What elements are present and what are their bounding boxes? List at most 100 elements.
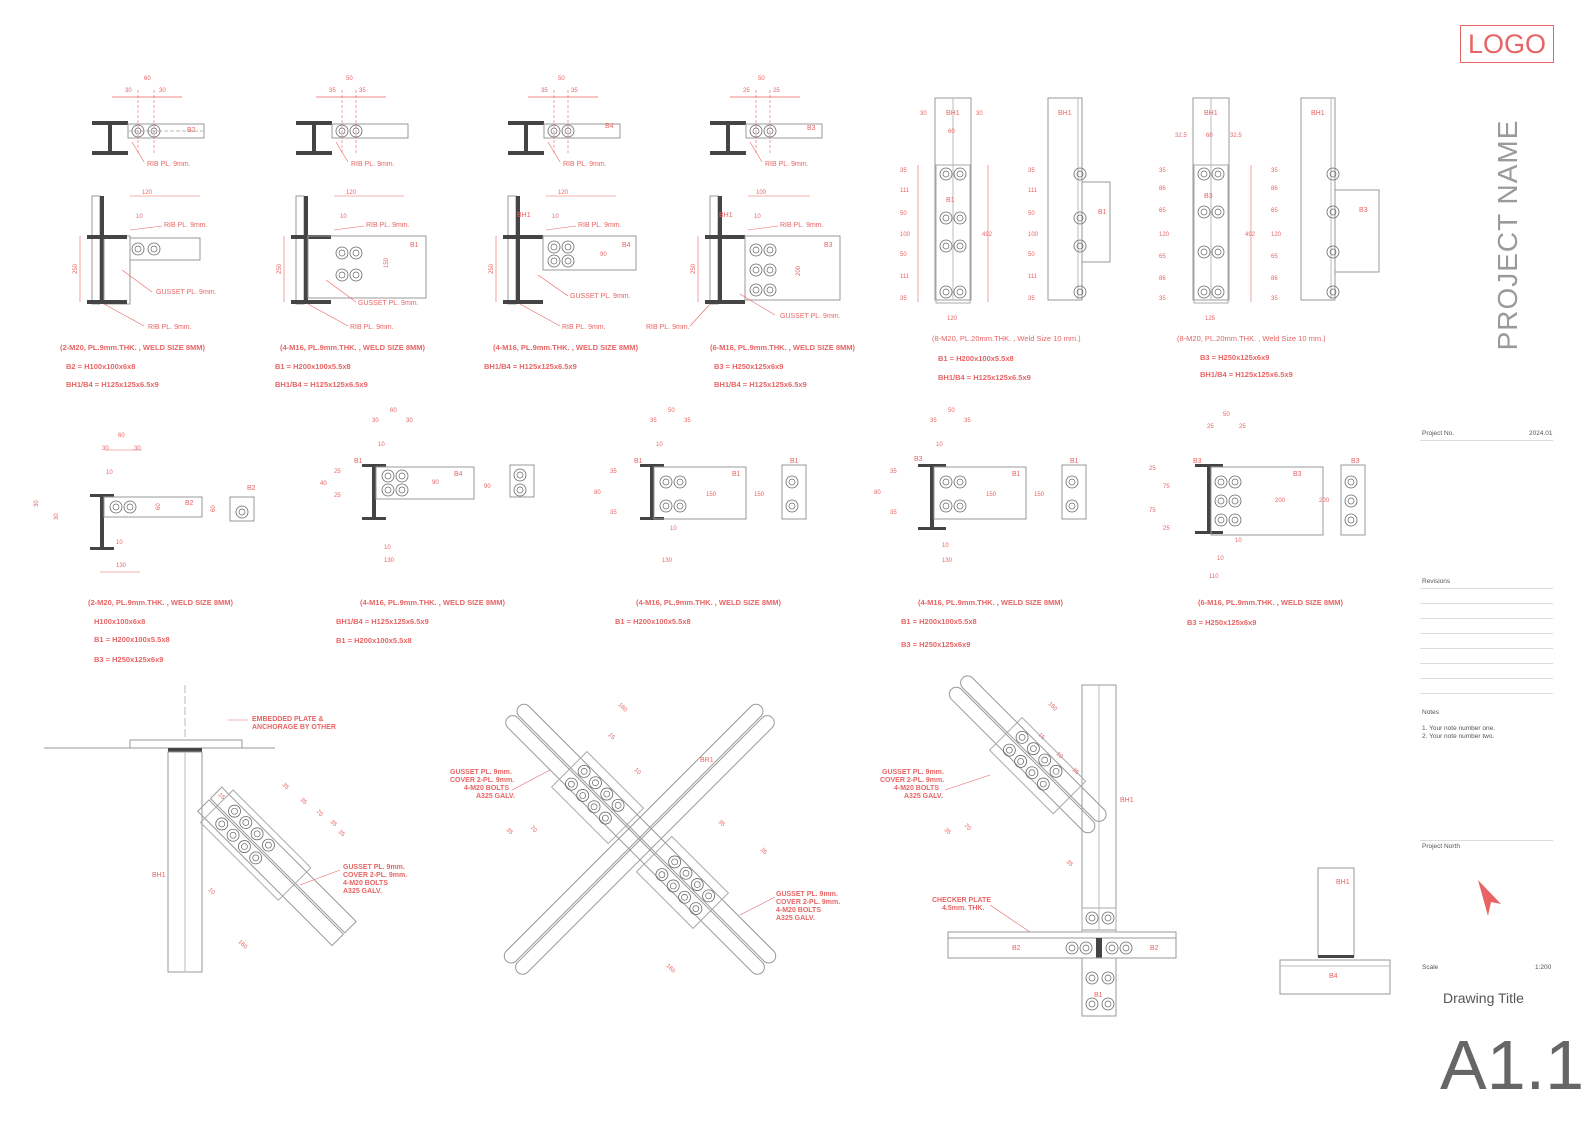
dim: 35 <box>964 418 971 424</box>
dim: 50 <box>900 211 907 217</box>
rib-label: RIB PL. 9mm. <box>646 324 690 331</box>
drawing-title: Drawing Title <box>1443 990 1524 1006</box>
beam-tag: B4 <box>622 242 631 249</box>
dim: 35 <box>281 782 290 791</box>
plan-dim: 35 <box>359 88 366 94</box>
beam-tag: B3 <box>1204 193 1213 200</box>
col-tag: BH1 <box>1120 797 1134 804</box>
dim: 90 <box>484 484 491 490</box>
dim: 70 <box>315 809 324 818</box>
dim: 10 <box>656 442 663 448</box>
dim: 30 <box>54 513 60 520</box>
row3-cross-detail: BR1 GUSSET PL. 9mm. COVER 2-PL. 9mm. 4-M… <box>450 702 840 975</box>
spec-line: B1 = H200x100x5.5x8 <box>615 617 691 626</box>
dim: 10 <box>936 442 943 448</box>
spec-note: (8-M20, PL.20mm.THK. , Weld Size 10 mm.) <box>1177 334 1326 343</box>
dim: 30 <box>134 446 141 452</box>
dim: 10 <box>207 887 216 896</box>
dim: 35 <box>299 797 308 806</box>
dim: 35 <box>1028 296 1035 302</box>
spec-note: (2-M20, PL.9mm.THK. , WELD SIZE 8MM) <box>60 343 206 352</box>
dim: 35 <box>900 168 907 174</box>
dim: 150 <box>1034 492 1045 498</box>
rib-label: RIB PL. 9mm. <box>351 161 395 168</box>
project-no-label: Project No. <box>1422 430 1455 437</box>
gusset-label: GUSSET PL. 9mm. <box>358 300 419 307</box>
revision-line <box>1420 633 1553 634</box>
dim: 86 <box>1271 186 1278 192</box>
elev-dim: 200 <box>796 265 802 276</box>
dim: 50 <box>668 408 675 414</box>
dim: 35 <box>759 847 768 856</box>
dim: 30 <box>102 446 109 452</box>
dim: 86 <box>1159 186 1166 192</box>
gusset-note: COVER 2-PL. 9mm. <box>450 777 514 784</box>
spec-line: B3 = H250x125x6x9 <box>1187 618 1257 627</box>
col-tag: BH1 <box>1311 110 1325 117</box>
dim: 65 <box>1159 254 1166 260</box>
gusset-label: GUSSET PL. 9mm. <box>156 289 217 296</box>
col-tag: BH1 <box>1058 110 1072 117</box>
gusset-note: COVER 2-PL. 9mm. <box>880 777 944 784</box>
col-tag: BH1 <box>152 872 166 879</box>
spec-line: B1 = H200x100x5.5x8 <box>938 354 1014 363</box>
elev-dim: 100 <box>756 190 767 196</box>
dim: 80 <box>594 490 601 496</box>
gusset-note: A325 GALV. <box>776 915 815 922</box>
dim: 10 <box>670 526 677 532</box>
elev-dim: 10 <box>754 214 761 220</box>
beam-tag: B2 <box>1150 945 1159 952</box>
dim: 120 <box>947 316 958 322</box>
dim: 130 <box>116 563 127 569</box>
dim: 492 <box>1245 232 1256 238</box>
beam-tag: B3 <box>1351 458 1360 465</box>
dim: 35 <box>890 469 897 475</box>
beam-tag: B3 <box>1359 207 1368 214</box>
dim: 160 <box>617 702 629 714</box>
dim: 60 <box>211 505 217 512</box>
dim: 60 <box>948 129 955 135</box>
dim: 150 <box>754 492 765 498</box>
elev-dim: 150 <box>384 257 390 268</box>
dim: 111 <box>1028 188 1038 194</box>
dim: 40 <box>320 481 327 487</box>
spec-line: BH1/B4 = H125x125x6.5x9 <box>336 617 429 626</box>
col-tag: BH1 <box>946 110 960 117</box>
gusset-label: GUSSET PL. 9mm. <box>780 313 841 320</box>
plan-dim: 35 <box>329 88 336 94</box>
rib-label: RIB PL. 9mm. <box>147 161 191 168</box>
dim: 15 <box>607 732 616 741</box>
plan-dim: 30 <box>159 88 166 94</box>
elev-dim: 10 <box>136 214 143 220</box>
spec-note: (4-M16, PL.9mm.THK. , WELD SIZE 8MM) <box>493 343 639 352</box>
dim: 32.5 <box>1230 133 1242 139</box>
col-tag: B1 <box>634 458 643 465</box>
plan-dim: 50 <box>346 76 353 82</box>
dim: 35 <box>1271 296 1278 302</box>
embed-note: ANCHORAGE BY OTHER <box>252 724 336 731</box>
gusset-note: A325 GALV. <box>476 793 515 800</box>
dim: 60 <box>118 433 125 439</box>
divider <box>1420 440 1553 441</box>
dim: 35 <box>1065 859 1074 868</box>
row3-small-detail: BH1 B4 <box>1279 867 1391 995</box>
spec-line: BH1/B4 = H125x125x6.5x9 <box>714 380 807 389</box>
row2-detail-3: 50 35 35 10 35 80 35 10 130 B1 B1 B1 150… <box>594 408 807 564</box>
dim: 25 <box>1149 466 1156 472</box>
dim: 10 <box>116 540 123 546</box>
elev-dim: 250 <box>277 263 283 274</box>
gusset-note: A325 GALV. <box>904 793 943 800</box>
dim: 120 <box>1159 232 1170 238</box>
spec-line: BH1/B4 = H125x125x6.5x9 <box>66 380 159 389</box>
dim: 120 <box>1271 232 1282 238</box>
dim: 35 <box>930 418 937 424</box>
gusset-label: GUSSET PL. 9mm. <box>570 293 631 300</box>
elev-dim: 120 <box>142 190 153 196</box>
gusset-note: 4-M20 BOLTS <box>894 785 939 792</box>
dim: 50 <box>1028 252 1035 258</box>
spec-line: B1 = H200x100x5.5x8 <box>901 617 977 626</box>
row1-splice-2: BH1 B3 32.5 60 32.5 35 86 65 120 65 86 3… <box>1159 97 1380 322</box>
col-tag: BH1 <box>1204 110 1218 117</box>
dim: 15 <box>1037 732 1046 741</box>
